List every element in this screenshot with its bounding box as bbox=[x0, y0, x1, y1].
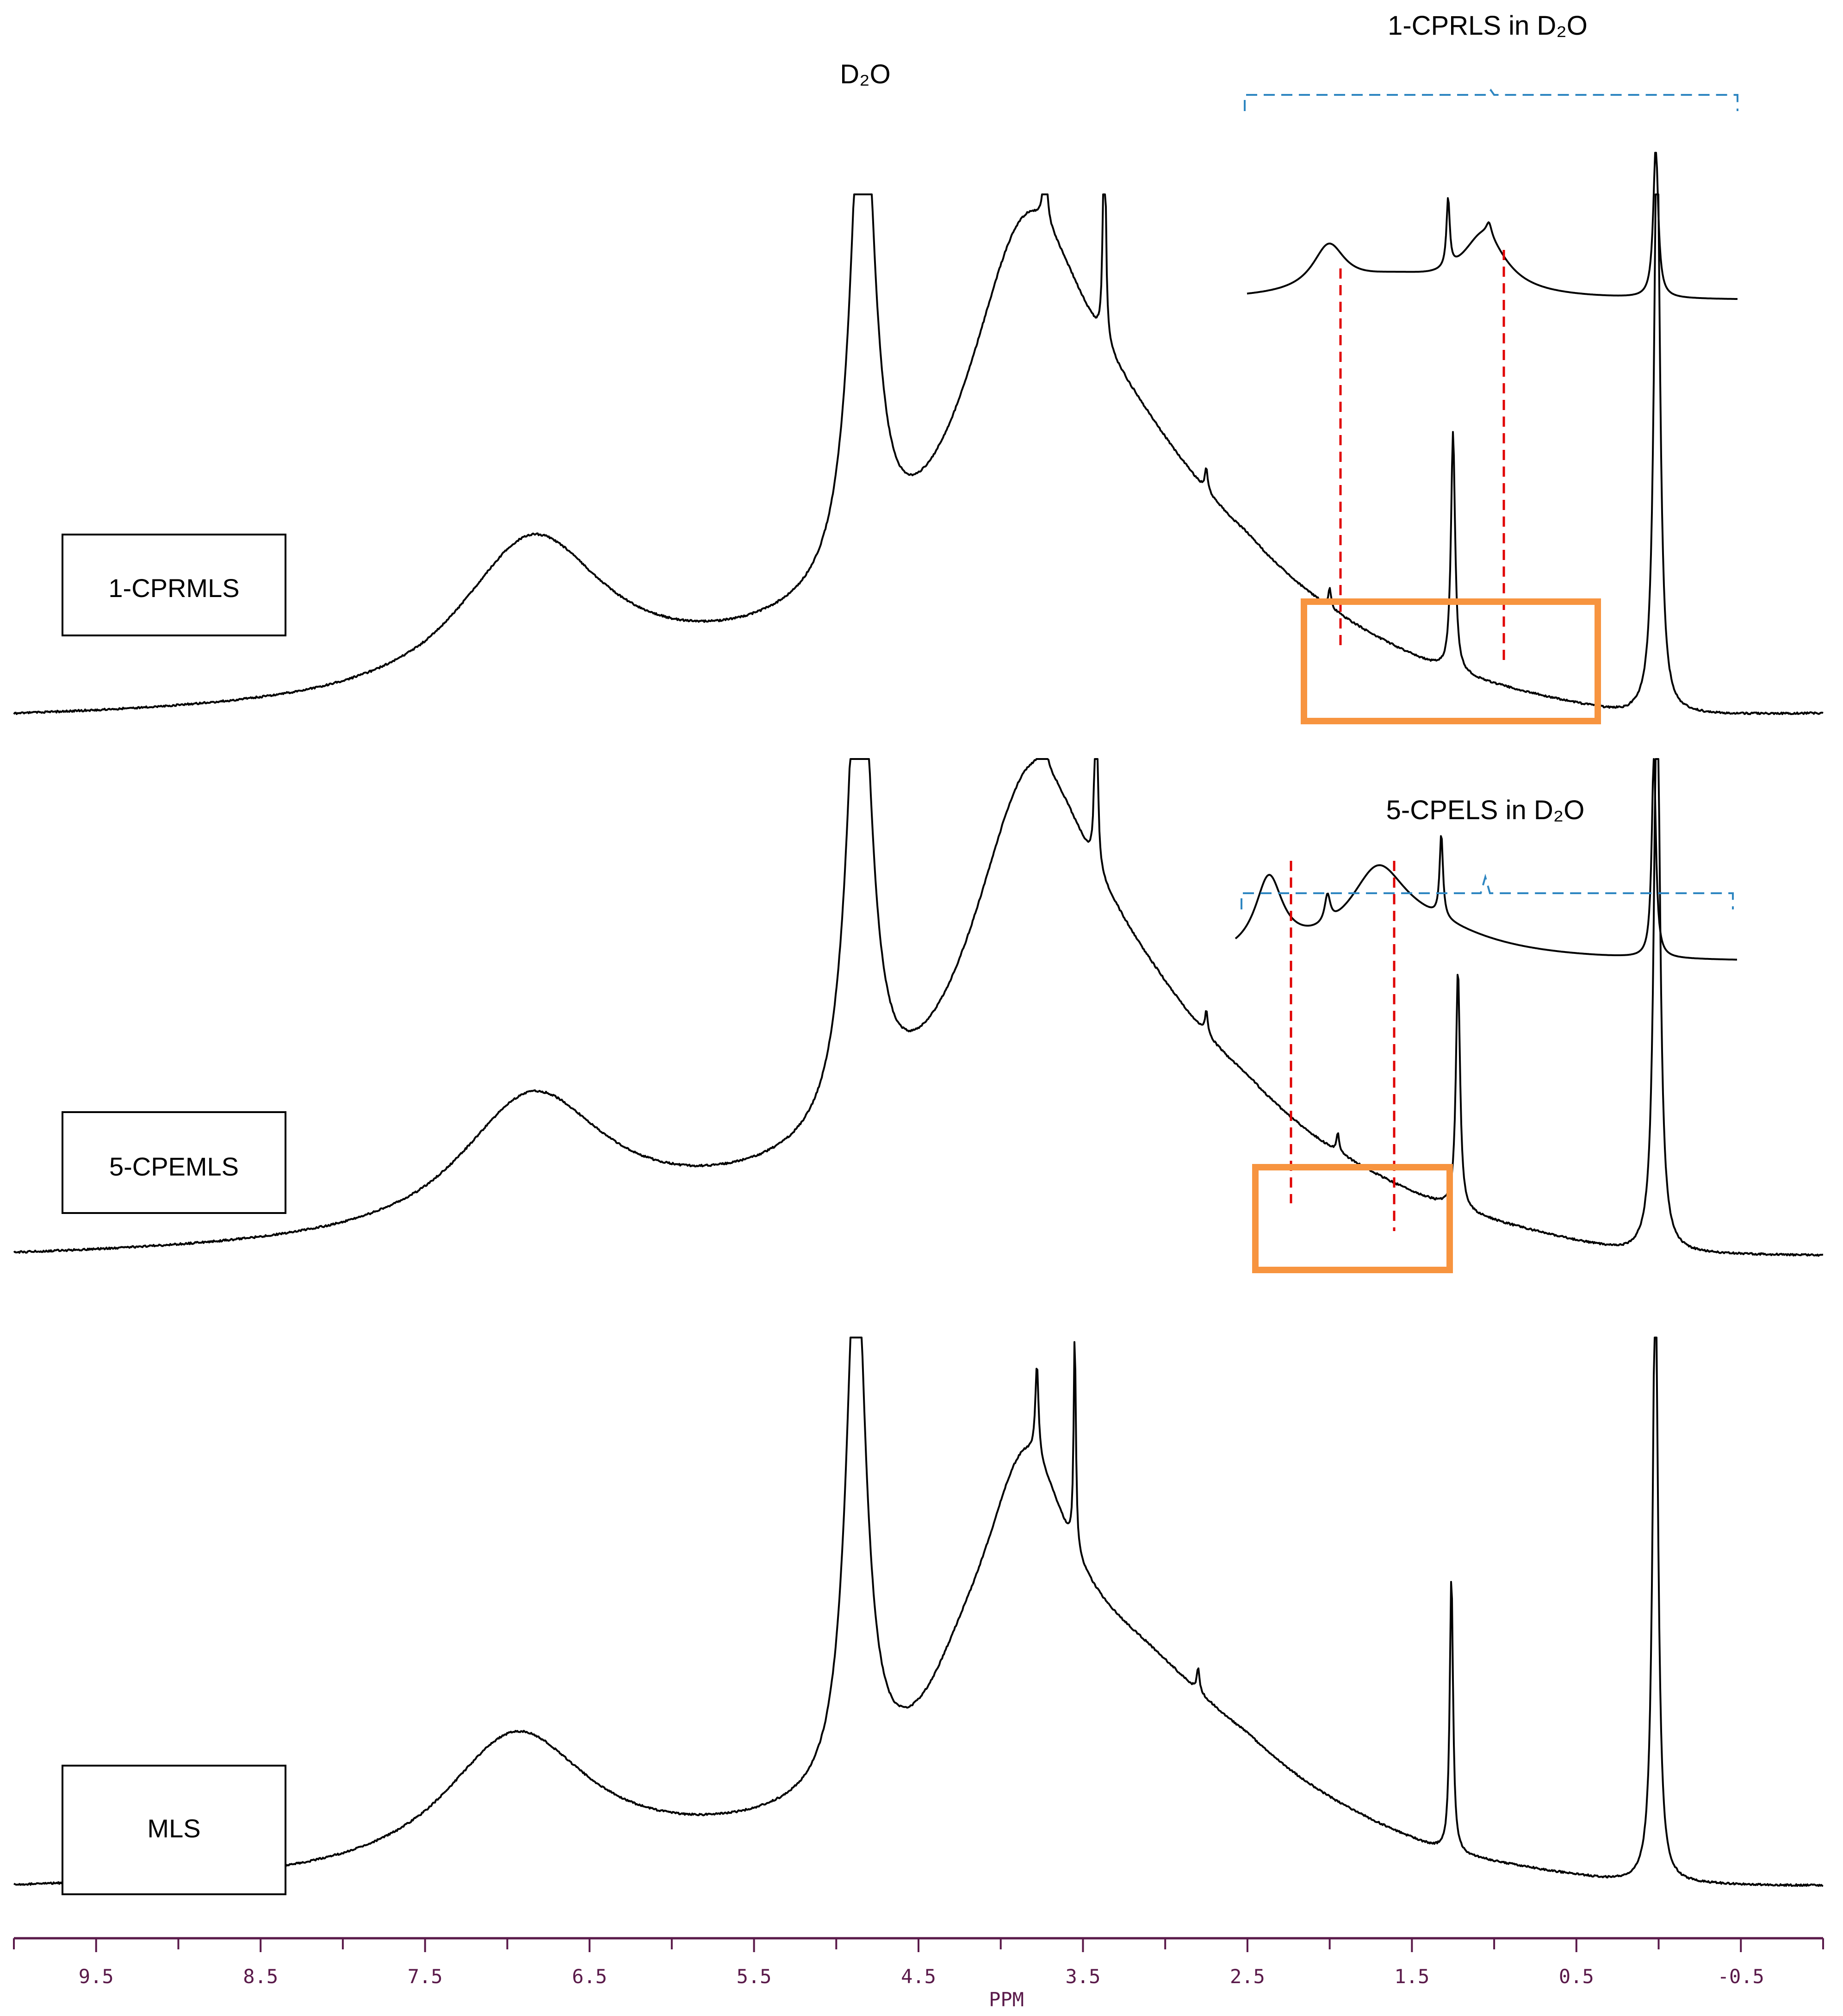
x-tick-label: 7.5 bbox=[408, 1965, 443, 1988]
x-axis-title: PPM bbox=[989, 1988, 1024, 2011]
inset-bracket-5-cpels bbox=[1241, 873, 1734, 909]
label-frame bbox=[62, 1765, 286, 1895]
x-tick-label: 8.5 bbox=[243, 1965, 278, 1988]
x-tick-label: 0.5 bbox=[1559, 1965, 1594, 1988]
x-tick-label: 9.5 bbox=[79, 1965, 114, 1988]
x-ticks: 9.5 8.5 7.5 6.5 5.5 4.5 3.5 2.5 1.5 0.5 -0.5 bbox=[13, 1938, 1824, 1988]
spectra-layer bbox=[13, 193, 1824, 1887]
label-frame bbox=[62, 1111, 286, 1214]
x-tick-label: 3.5 bbox=[1066, 1965, 1101, 1988]
spectrum-line-5-cpemls bbox=[13, 758, 1824, 1257]
inset-title-1-cprls: 1-CPRLS in D₂O bbox=[1388, 11, 1588, 41]
inset-line-5-cpels bbox=[1235, 758, 1737, 961]
label-text: 5-CPEMLS bbox=[109, 1152, 239, 1181]
spectrum-line-1-cprmls bbox=[13, 193, 1824, 716]
insets-layer bbox=[1235, 152, 1738, 961]
sample-label-mls: MLS bbox=[62, 1765, 286, 1895]
label-text: MLS bbox=[147, 1814, 200, 1843]
highlight-box-1-cprmls bbox=[1301, 598, 1601, 724]
x-axis: 9.5 8.5 7.5 6.5 5.5 4.5 3.5 2.5 1.5 0.5 -0.5 PPM bbox=[13, 1937, 1824, 2011]
highlight-box-5-cpemls bbox=[1252, 1164, 1453, 1273]
x-tick-label: 1.5 bbox=[1394, 1965, 1429, 1988]
inset-line-1-cprls bbox=[1247, 152, 1738, 300]
sample-label-5-cpemls: 5-CPEMLS bbox=[62, 1111, 286, 1214]
x-tick-label: 6.5 bbox=[572, 1965, 607, 1988]
x-tick-label: 2.5 bbox=[1230, 1965, 1265, 1988]
spectrum-line-mls bbox=[13, 1337, 1824, 1887]
solvent-label: D₂O bbox=[840, 59, 891, 89]
label-frame bbox=[62, 534, 286, 636]
sample-label-1-cprmls: 1-CPRMLS bbox=[62, 534, 286, 636]
x-tick-label: 4.5 bbox=[901, 1965, 936, 1988]
inset-title-5-cpels: 5-CPELS in D₂O bbox=[1386, 795, 1585, 825]
x-tick-label: -0.5 bbox=[1718, 1965, 1764, 1988]
label-text: 1-CPRMLS bbox=[108, 573, 239, 603]
inset-bracket-1-cprls bbox=[1244, 88, 1738, 111]
x-tick-label: 5.5 bbox=[737, 1965, 772, 1988]
